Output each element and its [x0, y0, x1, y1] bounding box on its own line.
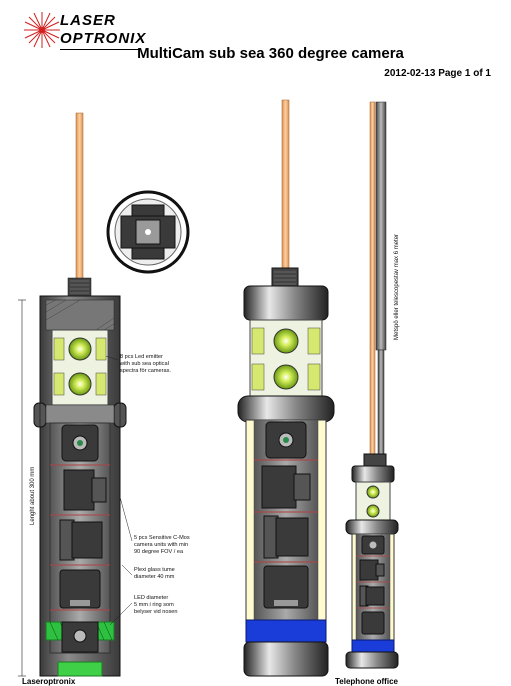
logo-text-line1: LASER [60, 12, 116, 29]
plexi-note: Plexi glass tume diameter 40 mm [134, 567, 224, 581]
led-diameter-note: LED diameter 5 mm i ring som belyser vid… [134, 595, 224, 616]
length-label: Lenght about 300 mm [30, 466, 36, 525]
cmos-units-note-line1: 5 pcs Sensitive C-Mos [134, 535, 190, 541]
logo-underline [60, 49, 140, 50]
laser-logo-starburst-icon [24, 12, 60, 48]
cmos-units-note-line2: camera units with min [134, 542, 189, 548]
led-diameter-note-line1: LED diameter [134, 595, 169, 601]
plexi-note-line1: Plexi glass tume [134, 567, 175, 573]
led-emitter-note: 8 pcs Led emitter with sub sea optical s… [120, 354, 210, 375]
pole-label: Metspö eller telescopestav max 6 meter [394, 233, 400, 340]
pole-camera [345, 101, 399, 669]
led-emitter-note-line3: spectra för cameras. [120, 368, 171, 374]
led-emitter-note-line2: with sub sea optical [120, 361, 169, 367]
bottom-left-text: Laseroptronix [22, 677, 76, 686]
middle-camera [237, 99, 335, 677]
led-diameter-note-line3: belyser vid nosen [134, 609, 178, 615]
led-diameter-note-line2: 5 mm i ring som [134, 602, 174, 608]
cmos-units-note-line3: 90 degree FOV / ea [134, 549, 184, 555]
left-camera-cutaway [33, 112, 127, 677]
cmos-units-note: 5 pcs Sensitive C-Mos camera units with … [134, 535, 224, 556]
page-title: MultiCam sub sea 360 degree camera [137, 45, 404, 62]
bottom-right-text: Telephone office [335, 677, 398, 686]
top-view-inset [106, 190, 190, 274]
length-dimension-line [18, 299, 26, 677]
plexi-note-line2: diameter 40 mm [134, 574, 175, 580]
led-emitter-note-line1: 8 pcs Led emitter [120, 354, 163, 360]
logo-text-line2: OPTRONIX [60, 30, 147, 47]
date-page-line: 2012-02-13 Page 1 of 1 [384, 68, 491, 79]
camera-illustration [18, 99, 399, 677]
